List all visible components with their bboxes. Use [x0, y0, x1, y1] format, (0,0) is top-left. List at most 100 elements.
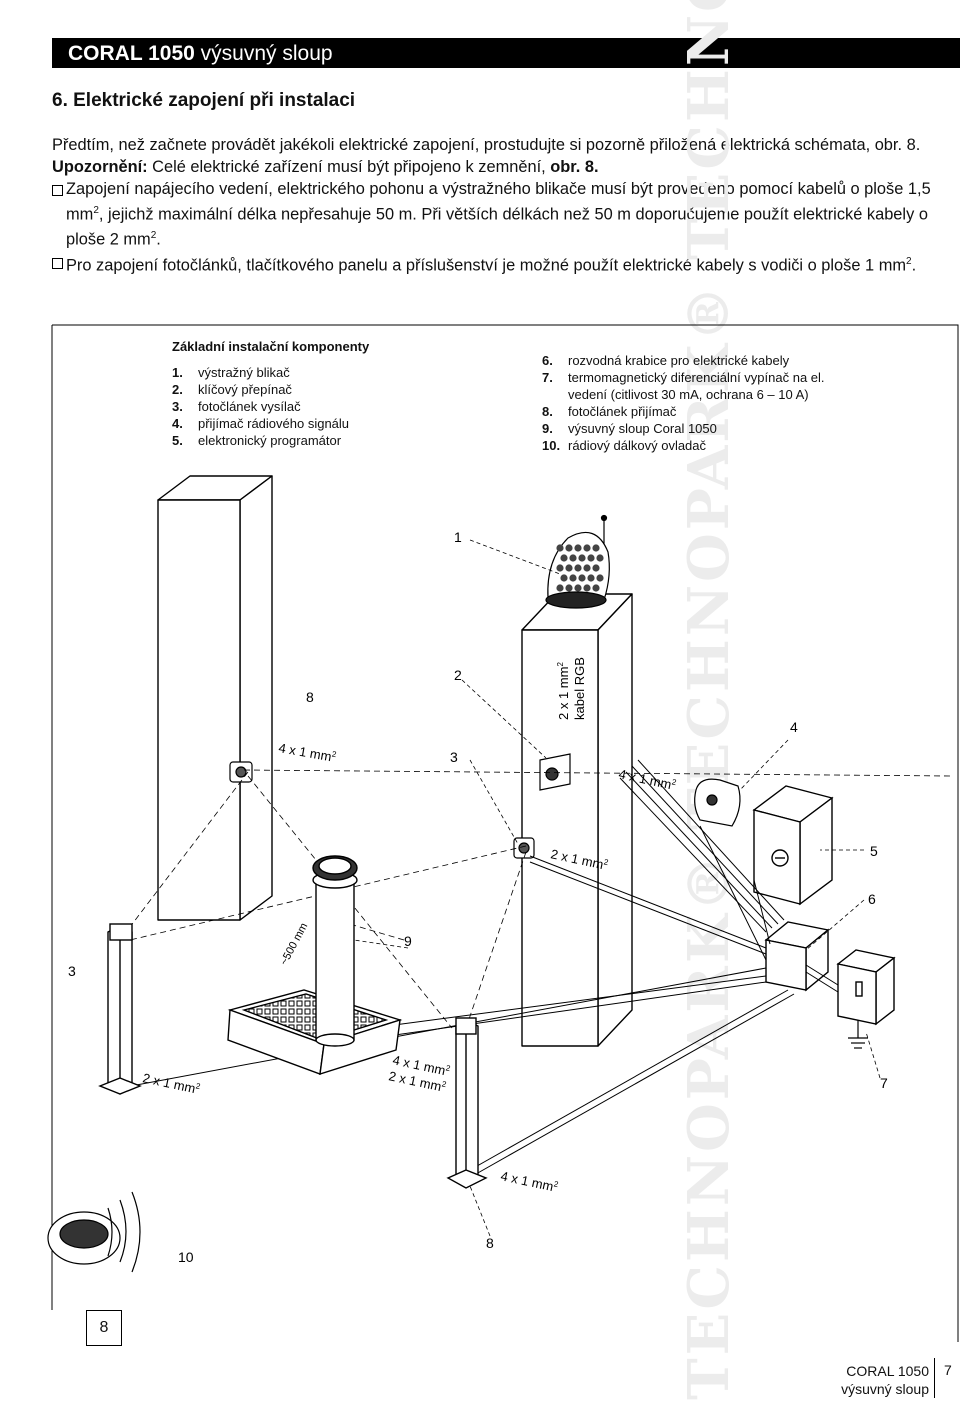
label-8-top: 8 — [306, 689, 314, 705]
checkbox-square-icon — [52, 185, 63, 196]
blinker-lens-dot — [556, 584, 564, 592]
legend-row: 3.fotočlánek vysílač — [172, 399, 301, 414]
blinker-lens-dot — [596, 554, 604, 562]
cable-rgb-line2: kabel RGB — [572, 657, 587, 720]
header-title-bold: CORAL 1050 — [68, 42, 195, 65]
body-text: Předtím, než začnete provádět jakékoli e… — [52, 134, 958, 276]
warning-ref: obr. 8. — [550, 158, 599, 176]
label-2: 2 — [454, 667, 462, 683]
cables — [119, 759, 839, 1175]
checkbox-square-icon — [52, 257, 63, 269]
footer-line2: výsuvný sloup — [841, 1381, 929, 1397]
blinker-lens-dot — [583, 584, 591, 592]
cable-rgb-line1: 2 x 1 mm2 — [556, 662, 571, 720]
electronic-programmer — [752, 785, 834, 906]
label-5: 5 — [870, 843, 878, 859]
photocell-transmitter-wall — [513, 837, 535, 859]
blinker-lens-dot — [583, 564, 591, 572]
legend-row: 5.elektronický programátor — [172, 433, 342, 448]
blinker-lens-dot — [565, 584, 573, 592]
legend-heading: Základní instalační komponenty — [172, 339, 370, 354]
blinker-lens-dots — [556, 544, 604, 592]
blinker-lens-dot — [578, 554, 586, 562]
footer-divider — [934, 1358, 935, 1398]
blinker-lens-dot — [574, 544, 582, 552]
warning-label: Upozornění: — [52, 158, 148, 176]
blinker-lens-dot — [556, 544, 564, 552]
bullet1-text-c: . — [156, 230, 161, 249]
blinker-lens-dot — [560, 574, 568, 582]
label-10: 10 — [178, 1249, 194, 1265]
header-title: CORAL 1050 výsuvný sloup — [68, 40, 333, 68]
blinker-lens-dot — [596, 574, 604, 582]
bullet-cable-accessories: Pro zapojení fotočlánků, tlačítkového pa… — [52, 251, 958, 276]
blinker-lens-dot — [574, 584, 582, 592]
label-4: 4 — [790, 719, 798, 735]
legend-row: 9.výsuvný sloup Coral 1050 — [542, 421, 717, 436]
bullet1-text-b: , jejichž maximální délka nepřesahuje 50… — [66, 205, 928, 249]
photocell-column-left — [98, 923, 142, 1095]
blinker-lens-dot — [565, 564, 573, 572]
page-number: 7 — [944, 1362, 952, 1378]
label-3-left: 3 — [68, 963, 76, 979]
radio-receiver — [694, 778, 741, 827]
legend-row: 4.přijímač rádiového signálu — [172, 416, 350, 431]
sup-2: 2 — [93, 205, 99, 216]
sup-2: 2 — [150, 230, 157, 242]
blinker-lens-dot — [592, 584, 600, 592]
dim-500mm: ~500 mm — [278, 921, 310, 967]
blinker-lens-dot — [587, 554, 595, 562]
footer-line1: CORAL 1050 — [846, 1363, 929, 1379]
label-3-top: 3 — [450, 749, 458, 765]
bullet1-text-a: Zapojení napájecího vedení, elektrického… — [66, 180, 931, 224]
header-bar — [52, 38, 960, 68]
label-9: 9 — [404, 933, 412, 949]
cable-4x1-a: 4 x 1 mm2 — [277, 740, 337, 765]
legend-left: Základní instalační komponenty 1.výstraž… — [172, 338, 369, 449]
label-1: 1 — [454, 529, 462, 545]
retractable-bollard — [227, 855, 403, 1075]
blinker-lens-dot — [592, 564, 600, 572]
legend-row: 7.termomagnetický diferenciální vypínač … — [542, 370, 825, 385]
intro-paragraph: Předtím, než začnete provádět jakékoli e… — [52, 136, 921, 154]
label-8-bottom: 8 — [486, 1235, 494, 1251]
legend-row: 10.rádiový dálkový ovladač — [542, 438, 707, 453]
label-6: 6 — [868, 891, 876, 907]
figure-frame — [52, 324, 959, 1342]
legend-row: 6.rozvodná krabice pro elektrické kabely — [542, 353, 790, 368]
legend-row: 1.výstražný blikač — [172, 365, 290, 380]
blinker-lens-dot — [592, 544, 600, 552]
legend-right: 6.rozvodná krabice pro elektrické kabely… — [542, 352, 825, 454]
bullet-cable-power: Zapojení napájecího vedení, elektrického… — [52, 178, 958, 251]
blinker-lens-dot — [569, 554, 577, 562]
legend-row: 8.fotočlánek přijímač — [542, 404, 677, 419]
blinker-lens-dot — [587, 574, 595, 582]
photocell-receiver-wall — [229, 761, 253, 783]
photocell-column-right — [446, 1017, 488, 1189]
header-title-rest: výsuvný sloup — [194, 42, 333, 65]
blinker-lens-dot — [574, 564, 582, 572]
left-pillar — [157, 475, 273, 921]
blinker-lens-dot — [583, 544, 591, 552]
bullet2-text-b: . — [911, 256, 917, 275]
figure-number: 8 — [86, 1310, 122, 1346]
ground-symbol — [848, 1020, 868, 1049]
key-switch — [539, 753, 571, 791]
section-title: 6. Elektrické zapojení při instalaci — [52, 90, 356, 111]
blinker-lens-dot — [569, 574, 577, 582]
differential-breaker — [836, 949, 896, 1026]
footer: CORAL 1050 výsuvný sloup — [830, 1362, 929, 1398]
blinker-lens-dot — [556, 564, 564, 572]
blinker-lens-dot — [560, 554, 568, 562]
legend-row: vedení (citlivost 30 mA, ochrana 6 – 10 … — [568, 387, 809, 402]
bullet2-text-a: Pro zapojení fotočlánků, tlačítkového pa… — [66, 256, 907, 275]
warning-text: Celé elektrické zařízení musí být připoj… — [147, 158, 551, 176]
cable-4x1-d: 4 x 1 mm2 — [499, 1168, 559, 1195]
blinker-lens-dot — [565, 544, 573, 552]
blinker-lens-dot — [578, 574, 586, 582]
warning-blinker — [545, 514, 610, 609]
label-7: 7 — [880, 1075, 888, 1091]
warning-paragraph: Upozornění: Celé elektrické zařízení mus… — [52, 156, 958, 178]
remote-control — [47, 1191, 141, 1273]
